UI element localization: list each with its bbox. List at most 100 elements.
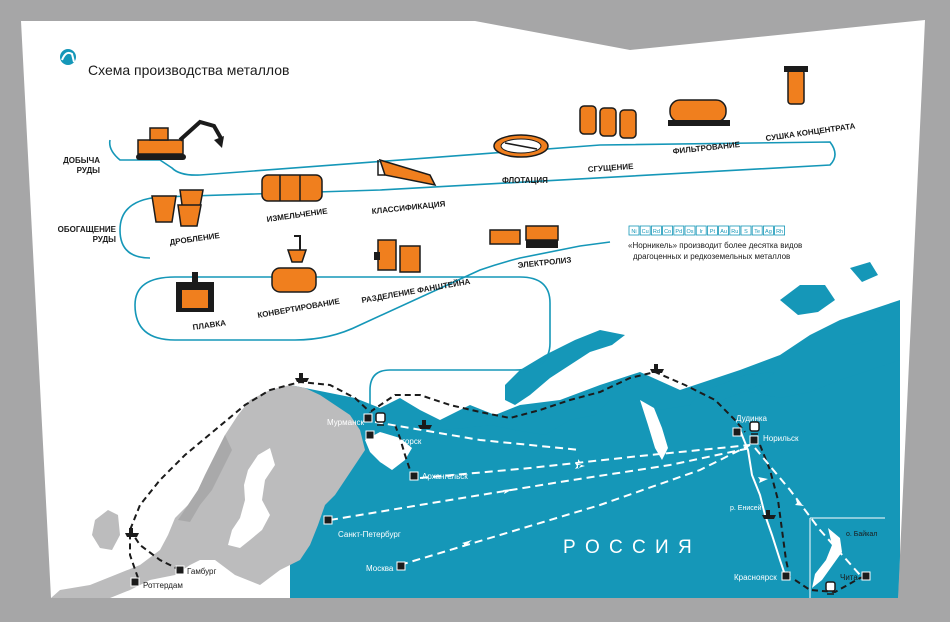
label-baikal: о. Байкал (846, 530, 877, 538)
city-marker-dudinka (732, 427, 742, 437)
air-route-chita (754, 447, 861, 576)
russia-land (300, 360, 900, 598)
ship-icon (418, 420, 432, 429)
metal-symbol: Pt (710, 229, 716, 235)
air-route-moscow (399, 444, 751, 566)
route-arkhangelsk (394, 424, 411, 471)
label-arkhangelsk: Архангельск (422, 472, 468, 481)
label-hamburg: Гамбург (187, 567, 217, 576)
train-icon (375, 412, 386, 426)
city-marker-spb (323, 515, 333, 525)
city-marker-chita (861, 571, 871, 581)
group-beneficiation-line2: РУДЫ (93, 235, 117, 244)
metals-line1: «Норникель» производит более десятка вид… (628, 241, 802, 250)
norway-coast (178, 435, 232, 522)
air-route-spb (329, 447, 751, 521)
metal-symbol: Rh (776, 229, 783, 235)
label-rotterdam: Роттердам (143, 581, 183, 590)
plane-icon (795, 500, 804, 506)
metal-symbol: Au (720, 229, 727, 235)
taymyr (690, 372, 775, 405)
white-sea (365, 432, 412, 470)
city-marker-krasnoyarsk (781, 571, 791, 581)
city-marker-moscow (396, 561, 406, 571)
gulf-of-ob (640, 400, 668, 460)
ship-icon (650, 364, 664, 373)
label-yenisei: р. Енисей (730, 504, 762, 512)
metal-symbol: Ir (700, 229, 704, 235)
metal-chip: Ni (628, 225, 640, 236)
page-title: Схема производства металлов (88, 62, 289, 78)
train-icons (375, 412, 836, 595)
label-norilsk: Норильск (763, 434, 799, 443)
group-beneficiation-line1: ОБОГАЩЕНИЕ (58, 225, 117, 234)
metal-symbol: Pd (675, 229, 682, 235)
ship-icon (295, 373, 309, 382)
train-icon (825, 581, 836, 595)
air-route-murmansk (374, 421, 581, 451)
metal-chip: Cu (639, 225, 651, 236)
lake-baikal (812, 528, 842, 588)
metal-chip: S (740, 225, 752, 236)
city-labels: Мурманск Мончегорск Архангельск Санкт-Пе… (143, 414, 877, 590)
metal-chip: Pd (673, 225, 685, 236)
metal-symbol: Cu (642, 229, 649, 235)
metal-chip: Rh (774, 225, 785, 236)
metal-chip: Ag (763, 225, 774, 236)
metal-chip: Rd (651, 225, 662, 236)
label-monchegorsk: Мончегорск (378, 437, 422, 446)
metal-chip: Ir (695, 225, 707, 236)
flotation-icon (493, 134, 549, 158)
metal-chip: Au (718, 225, 729, 236)
crusher-icon (151, 189, 204, 227)
route-krasnoyarsk (759, 444, 791, 579)
city-marker-rotterdam (130, 577, 140, 587)
metal-symbol: Ni (631, 229, 636, 235)
sea-routes (129, 370, 871, 594)
city-marker-arkhangelsk (409, 471, 419, 481)
label-murmansk: Мурманск (327, 418, 364, 427)
yenisei-river (739, 429, 787, 579)
equipment (136, 66, 808, 312)
metal-symbol: Ag (765, 229, 772, 235)
metal-symbol: Rd (653, 229, 660, 235)
electrolysis-icon (489, 225, 559, 248)
ship-icons (125, 364, 776, 537)
metal-chip: Ru (729, 225, 741, 236)
header: Схема производства металлов (60, 49, 289, 78)
furnace-icon (176, 272, 214, 312)
dryer-icon (784, 66, 808, 105)
city-markers (130, 413, 871, 587)
city-marker-murmansk (363, 413, 373, 423)
plane-icon (758, 477, 768, 483)
plane-icons (462, 459, 804, 547)
baikal-frame (809, 517, 885, 598)
label-thickening: СГУЩЕНИЕ (588, 162, 635, 174)
excavator-icon (136, 119, 224, 160)
air-routes (329, 421, 861, 576)
label-dudinka: Дудинка (736, 414, 768, 423)
label-flotation: ФЛОТАЦИЯ (502, 176, 548, 185)
filter-icon (668, 99, 730, 126)
nornickel-logo-icon (60, 49, 76, 65)
country-label: Р О С С И Я (563, 537, 694, 558)
mill-icon (261, 174, 323, 202)
metal-symbol: Co (664, 229, 671, 235)
metal-symbol: Te (754, 229, 760, 235)
city-marker-monchegorsk (365, 430, 375, 440)
metal-symbol: S (744, 229, 748, 235)
metal-chip: Os (684, 225, 696, 236)
ship-icon (125, 528, 139, 537)
city-marker-norilsk (749, 435, 759, 445)
plane-icon (575, 459, 585, 469)
map (51, 262, 900, 598)
metal-chip: Te (751, 225, 763, 236)
label-chita: Чита (840, 573, 858, 582)
severnaya-zemlya (780, 285, 835, 315)
